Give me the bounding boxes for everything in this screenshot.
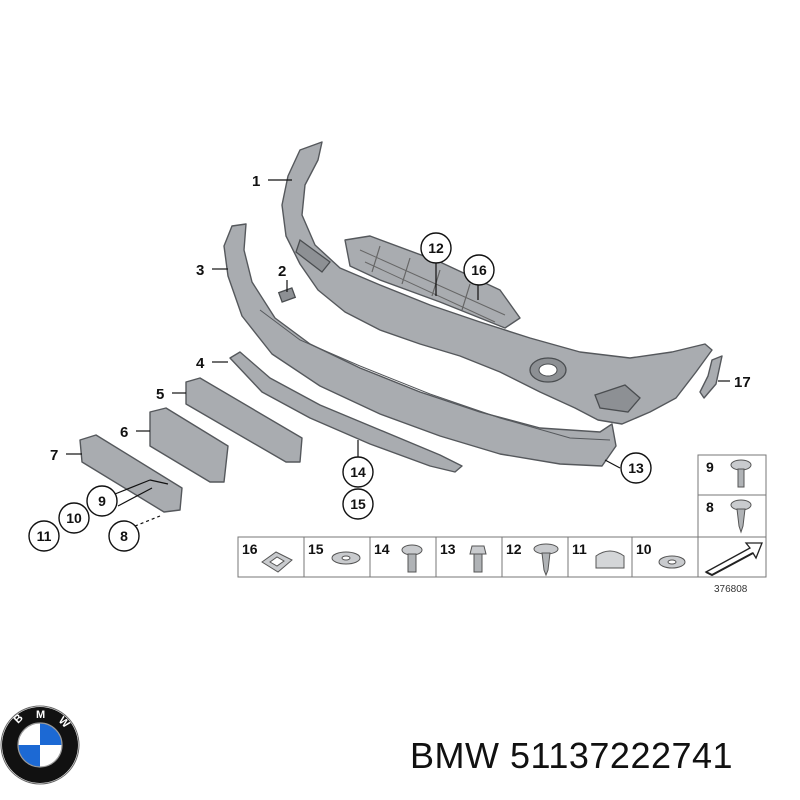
cap-plug-icon xyxy=(595,550,625,569)
legend-label-10: 10 xyxy=(636,541,652,557)
ring-washer-icon xyxy=(658,555,686,569)
callout-1: 1 xyxy=(252,173,260,190)
legend-label-15: 15 xyxy=(308,541,324,557)
plate-7-part xyxy=(79,434,183,513)
legend-bottom-row: 16 15 14 13 12 11 10 xyxy=(237,536,699,578)
svg-text:15: 15 xyxy=(350,496,366,512)
direction-arrow-icon xyxy=(704,542,763,577)
trim-strip-part xyxy=(229,351,463,473)
hex-bolt-icon xyxy=(469,545,487,573)
callout-16-circle: 16 xyxy=(463,254,495,286)
brand-part-number-caption: BMW 51137222741 xyxy=(410,735,733,777)
callout-9-circle: 9 xyxy=(86,485,118,517)
svg-text:13: 13 xyxy=(628,460,644,476)
svg-text:11: 11 xyxy=(37,528,52,544)
clip-part xyxy=(277,287,297,303)
legend-label-9: 9 xyxy=(706,459,714,475)
legend-label-16: 16 xyxy=(242,541,258,557)
expansion-nut-icon xyxy=(401,544,423,573)
callout-4: 4 xyxy=(196,355,205,372)
screw-8-icon xyxy=(730,499,752,534)
side-piece-part xyxy=(699,355,723,399)
legend-label-11: 11 xyxy=(572,541,587,557)
callout-6: 6 xyxy=(120,424,128,441)
brand-name: BMW xyxy=(410,735,500,776)
svg-text:12: 12 xyxy=(428,240,444,256)
plate-5-part xyxy=(185,377,303,463)
svg-text:10: 10 xyxy=(66,510,82,526)
flat-washer-icon xyxy=(331,551,361,565)
svg-text:M: M xyxy=(36,709,45,721)
legend-label-12: 12 xyxy=(506,541,522,557)
svg-text:14: 14 xyxy=(350,464,366,480)
callout-2: 2 xyxy=(278,263,286,280)
leader-lines xyxy=(66,179,730,527)
callout-13-circle: 13 xyxy=(620,452,652,484)
bumper-cover-part xyxy=(281,141,713,425)
square-grommet-icon xyxy=(261,551,293,573)
grille-insert-part xyxy=(344,235,521,329)
bmw-logo-icon: B M W xyxy=(0,705,80,785)
svg-text:9: 9 xyxy=(98,493,106,509)
part-number: 51137222741 xyxy=(510,735,734,776)
callout-3: 3 xyxy=(196,262,204,279)
plate-6-part xyxy=(149,407,229,483)
callout-7: 7 xyxy=(50,447,58,464)
reference-number: 376808 xyxy=(714,584,748,595)
legend-label-8: 8 xyxy=(706,499,714,515)
svg-text:8: 8 xyxy=(120,528,128,544)
legend-label-14: 14 xyxy=(374,541,390,557)
callout-17: 17 xyxy=(734,374,751,391)
screw-9-icon xyxy=(730,459,752,488)
callout-10-circle: 10 xyxy=(58,502,90,534)
svg-text:16: 16 xyxy=(471,262,487,278)
callout-12-circle: 12 xyxy=(420,232,452,264)
callout-11-circle: 11 xyxy=(28,520,60,552)
legend-right-column: 9 8 xyxy=(697,454,767,578)
callout-5: 5 xyxy=(156,386,164,403)
callout-15-circle: 15 xyxy=(342,488,374,520)
callout-14-circle: 14 xyxy=(342,456,374,488)
legend-label-13: 13 xyxy=(440,541,456,557)
lower-spoiler-part xyxy=(223,223,617,467)
callout-8-circle: 8 xyxy=(108,520,140,552)
flange-screw-icon xyxy=(533,543,559,577)
